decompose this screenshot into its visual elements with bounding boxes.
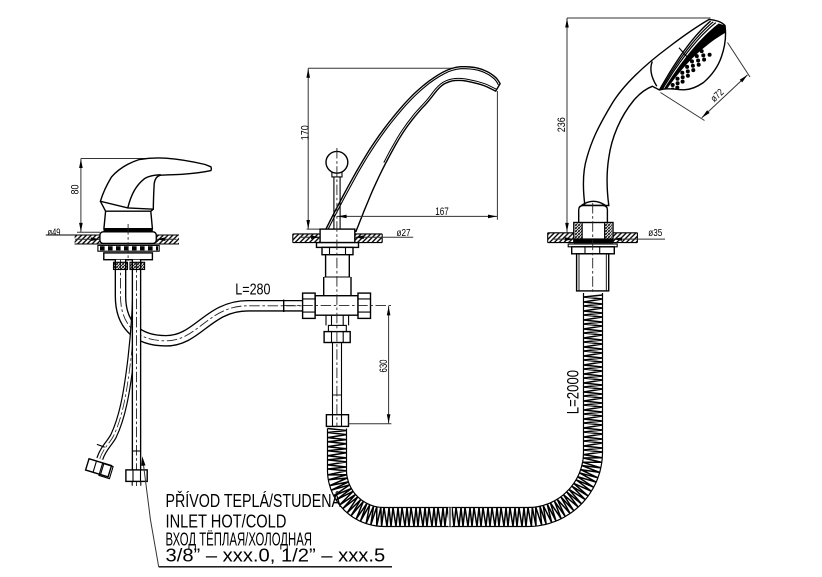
svg-text:ø49: ø49 (48, 228, 61, 239)
svg-text:167: 167 (435, 206, 449, 218)
svg-text:170: 170 (300, 125, 312, 140)
svg-text:ø35: ø35 (648, 228, 662, 239)
svg-text:INLET HOT/COLD: INLET HOT/COLD (166, 512, 287, 532)
svg-text:L=2000: L=2000 (564, 370, 583, 414)
svg-text:ø27: ø27 (397, 228, 411, 239)
svg-text:L=280: L=280 (235, 282, 270, 299)
svg-text:PŘÍVOD TEPLÁ/STUDENÁ: PŘÍVOD TEPLÁ/STUDENÁ (166, 491, 342, 511)
svg-text:3/8” – xxx.0, 1/2” – xxx.: 3/8” – xxx.0, 1/2” – xxx.5 (166, 546, 386, 566)
svg-text:80: 80 (69, 185, 81, 195)
svg-text:ВХОД ТЁПЛАЯ/ХОЛОДНАЯ: ВХОД ТЁПЛАЯ/ХОЛОДНАЯ (166, 529, 313, 549)
svg-text:236: 236 (556, 117, 568, 132)
svg-text:630: 630 (378, 360, 390, 373)
